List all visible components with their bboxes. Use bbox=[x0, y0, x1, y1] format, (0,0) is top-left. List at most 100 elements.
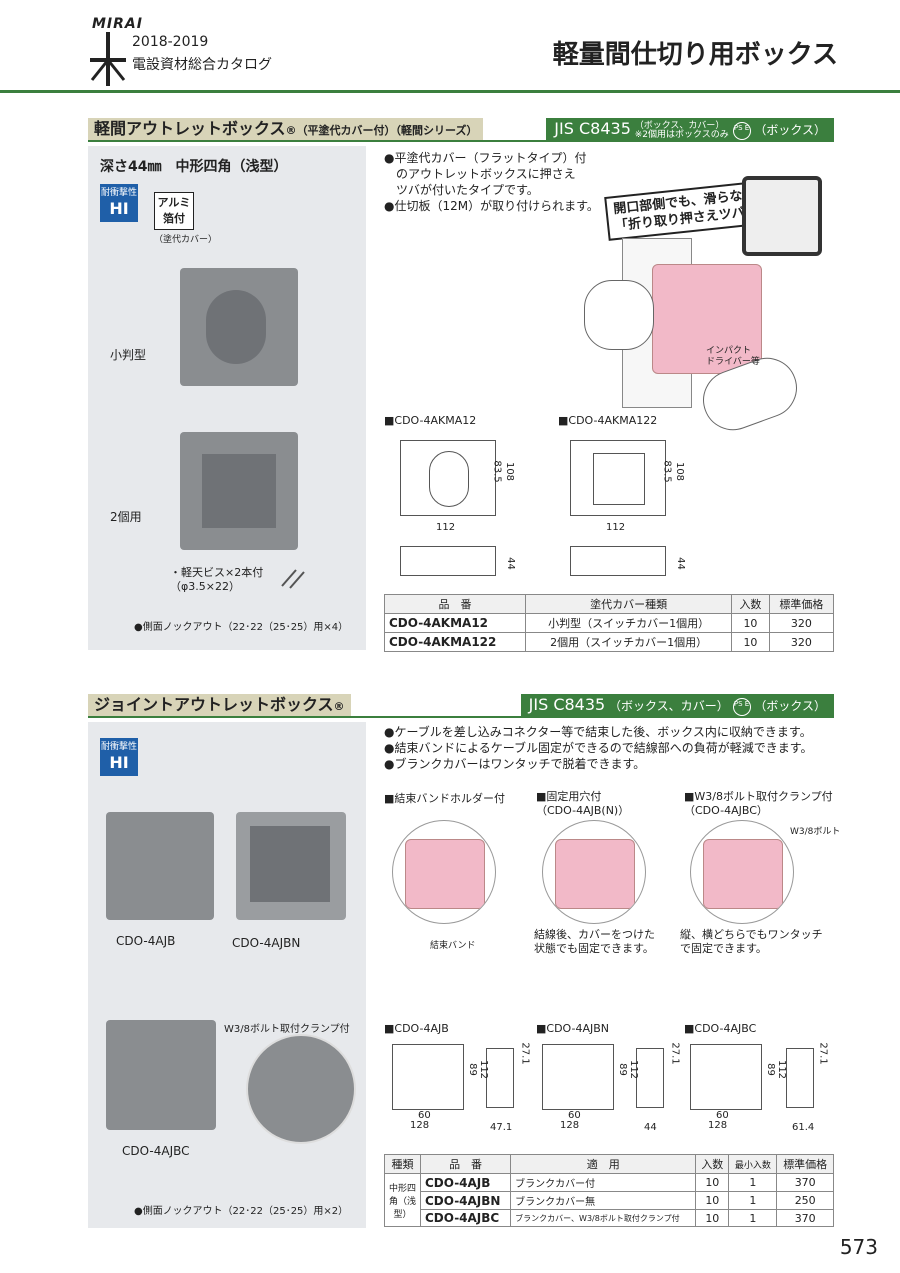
section1-table: 品 番 塗代カバー種類 入数 標準価格 CDO-4AKMA12 小判型（スイッチ… bbox=[383, 594, 835, 652]
feature3-title: ■W3/8ボルト取付クランプ付（CDO-4AJBC） bbox=[684, 790, 833, 817]
min-quantity: 1 bbox=[728, 1209, 778, 1227]
ajbc-drawing-title: ■CDO-4AJBC bbox=[684, 1022, 757, 1035]
table-header: 入数 bbox=[731, 594, 770, 614]
ajbn-dim-112: 112 bbox=[628, 1059, 640, 1080]
drawing2-h1: 83.5 bbox=[661, 460, 673, 483]
ajbn-dim-depth: 44 bbox=[644, 1122, 657, 1133]
flange-detail-image bbox=[742, 176, 822, 256]
kind-cell: 中形四角（浅型） bbox=[384, 1173, 421, 1227]
drawing1-title: ■CDO-4AKMA12 bbox=[384, 414, 477, 427]
drawing2-width: 112 bbox=[606, 522, 626, 533]
ajb-label: CDO-4AJB bbox=[116, 934, 176, 948]
drawing1-h2: 108 bbox=[504, 461, 516, 482]
aluminium-foil-badge-icon: アルミ箔付 bbox=[154, 192, 194, 230]
ajb-drawing-front bbox=[392, 1044, 464, 1110]
ajbn-dim-89: 89 bbox=[616, 1063, 628, 1076]
min-quantity: 1 bbox=[728, 1191, 778, 1210]
cover-type: 2個用（スイッチカバー1個用） bbox=[525, 632, 733, 652]
product-code: CDO-4AKMA122 bbox=[383, 632, 527, 652]
ajb-dim-60: 60 bbox=[418, 1110, 431, 1121]
ajbn-label: CDO-4AJBN bbox=[232, 936, 301, 950]
ajbn-dim-60: 60 bbox=[568, 1110, 581, 1121]
quantity: 10 bbox=[695, 1191, 730, 1210]
header-rule bbox=[0, 90, 900, 93]
quantity: 10 bbox=[731, 632, 770, 652]
ajb-dim-89: 89 bbox=[466, 1063, 478, 1076]
cover-type: 小判型（スイッチカバー1個用） bbox=[525, 613, 733, 633]
catalog-name: 電設資材総合カタログ bbox=[132, 57, 272, 73]
small-oval-box-image bbox=[180, 268, 298, 386]
price: 370 bbox=[776, 1209, 834, 1227]
ajbn-drawing-front bbox=[542, 1044, 614, 1110]
catalog-year: 2018-2019 bbox=[132, 34, 209, 50]
ajb-dim-depth: 47.1 bbox=[490, 1122, 513, 1133]
feature2-title: ■固定用穴付（CDO-4AJB(N)） bbox=[536, 790, 630, 817]
clamp-label: W3/8ボルト取付クランプ付 bbox=[224, 1024, 350, 1035]
feature1-image bbox=[392, 820, 496, 924]
table-row: CDO-4AKMA122 2個用（スイッチカバー1個用） 10 320 bbox=[383, 632, 835, 652]
driver-label: インパクトドライバー等 bbox=[706, 346, 760, 367]
product-code: CDO-4AJBC bbox=[419, 1209, 512, 1227]
drawing1-depth: 44 bbox=[504, 557, 516, 570]
page-title: 軽量間仕切り用ボックス bbox=[552, 40, 838, 70]
section1-title-bar: 軽間アウトレットボックス®（平塗代カバー付）（軽間シリーズ） JIS C8435… bbox=[88, 118, 834, 142]
feature3-note: 縦、横どちらでもワンタッチで固定できます。 bbox=[680, 928, 823, 955]
table-row: CDO-4AJBC ブランクカバー、W3/8ボルト取付クランプ付 10 1 37… bbox=[385, 1209, 834, 1227]
ajb-drawing-title: ■CDO-4AJB bbox=[384, 1022, 449, 1035]
table-header: 塗代カバー種類 bbox=[525, 594, 733, 614]
table-header: 標準価格 bbox=[768, 594, 835, 614]
ajbc-drawing-side bbox=[786, 1048, 814, 1108]
table-header: 最小入数 bbox=[728, 1154, 778, 1174]
min-quantity: 1 bbox=[728, 1173, 778, 1192]
ajb-box-image bbox=[106, 812, 214, 920]
drawing1-side bbox=[400, 546, 496, 576]
ajbc-detail-image bbox=[246, 1034, 356, 1144]
ajb-drawing-side bbox=[486, 1048, 514, 1108]
drawing2-side bbox=[570, 546, 666, 576]
ajbn-dim-27: 27.1 bbox=[669, 1042, 681, 1065]
ajbc-drawing-front bbox=[690, 1044, 762, 1110]
section2-table: 種類 品 番 適 用 入数 最小入数 標準価格 中形四角（浅型） CDO-4AJ… bbox=[384, 1154, 834, 1227]
section1-name: 軽間アウトレットボックス®（平塗代カバー付）（軽間シリーズ） bbox=[88, 118, 484, 140]
ajbc-dim-depth: 61.4 bbox=[792, 1122, 815, 1133]
two-gang-label: 2個用 bbox=[110, 510, 142, 524]
drawing1-h1: 83.5 bbox=[491, 460, 503, 483]
ajbc-dim-27: 27.1 bbox=[817, 1042, 829, 1065]
aluminium-foil-note: （塗代カバー） bbox=[154, 235, 218, 245]
section2-title-bar: ジョイントアウトレットボックス® JIS C8435 （ボックス、カバー） PS… bbox=[88, 694, 834, 718]
section2-standard: JIS C8435 （ボックス、カバー） PS E （ボックス） bbox=[520, 694, 834, 716]
application: ブランクカバー無 bbox=[510, 1191, 697, 1210]
install-box-image bbox=[652, 264, 762, 374]
feature3-bolt-label: W3/8ボルト bbox=[790, 827, 841, 837]
drawing1-front bbox=[400, 440, 496, 516]
table-header: 品 番 bbox=[383, 594, 527, 614]
table-header: 適 用 bbox=[510, 1154, 697, 1174]
table-header: 標準価格 bbox=[776, 1154, 834, 1174]
screw-icon bbox=[281, 569, 305, 589]
section1-depth-spec: 深さ44㎜ 中形四角（浅型） bbox=[100, 159, 288, 175]
page-number: 573 bbox=[839, 1235, 878, 1259]
ajbc-box-image bbox=[106, 1020, 216, 1130]
product-code: CDO-4AJBN bbox=[419, 1191, 512, 1210]
quantity: 10 bbox=[695, 1173, 730, 1192]
ajbc-dim-89: 89 bbox=[764, 1063, 776, 1076]
table-row: CDO-4AJBN ブランクカバー無 10 1 250 bbox=[385, 1191, 834, 1210]
ajbn-drawing-title: ■CDO-4AJBN bbox=[536, 1022, 610, 1035]
ajb-dim-27: 27.1 bbox=[519, 1042, 531, 1065]
section2-name: ジョイントアウトレットボックス® bbox=[88, 694, 351, 716]
table-header: 入数 bbox=[695, 1154, 730, 1174]
pse-mark-icon: PS E bbox=[732, 121, 751, 140]
pse-mark-icon: PS E bbox=[732, 697, 751, 716]
application: ブランクカバー、W3/8ボルト取付クランプ付 bbox=[510, 1209, 697, 1227]
product-code: CDO-4AJB bbox=[419, 1173, 512, 1192]
section1-standard: JIS C8435 （ボックス、カバー）※2個用はボックスのみ PS E （ボッ… bbox=[546, 118, 834, 140]
drawing2-title: ■CDO-4AKMA122 bbox=[558, 414, 658, 427]
ajbc-label: CDO-4AJBC bbox=[122, 1144, 190, 1158]
quantity: 10 bbox=[695, 1209, 730, 1227]
two-gang-box-image bbox=[180, 432, 298, 550]
ajbn-dim-128: 128 bbox=[560, 1120, 580, 1131]
price: 320 bbox=[768, 632, 835, 652]
drawing2-h2: 108 bbox=[674, 461, 686, 482]
feature3-image bbox=[690, 820, 794, 924]
table-header: 品 番 bbox=[419, 1154, 512, 1174]
